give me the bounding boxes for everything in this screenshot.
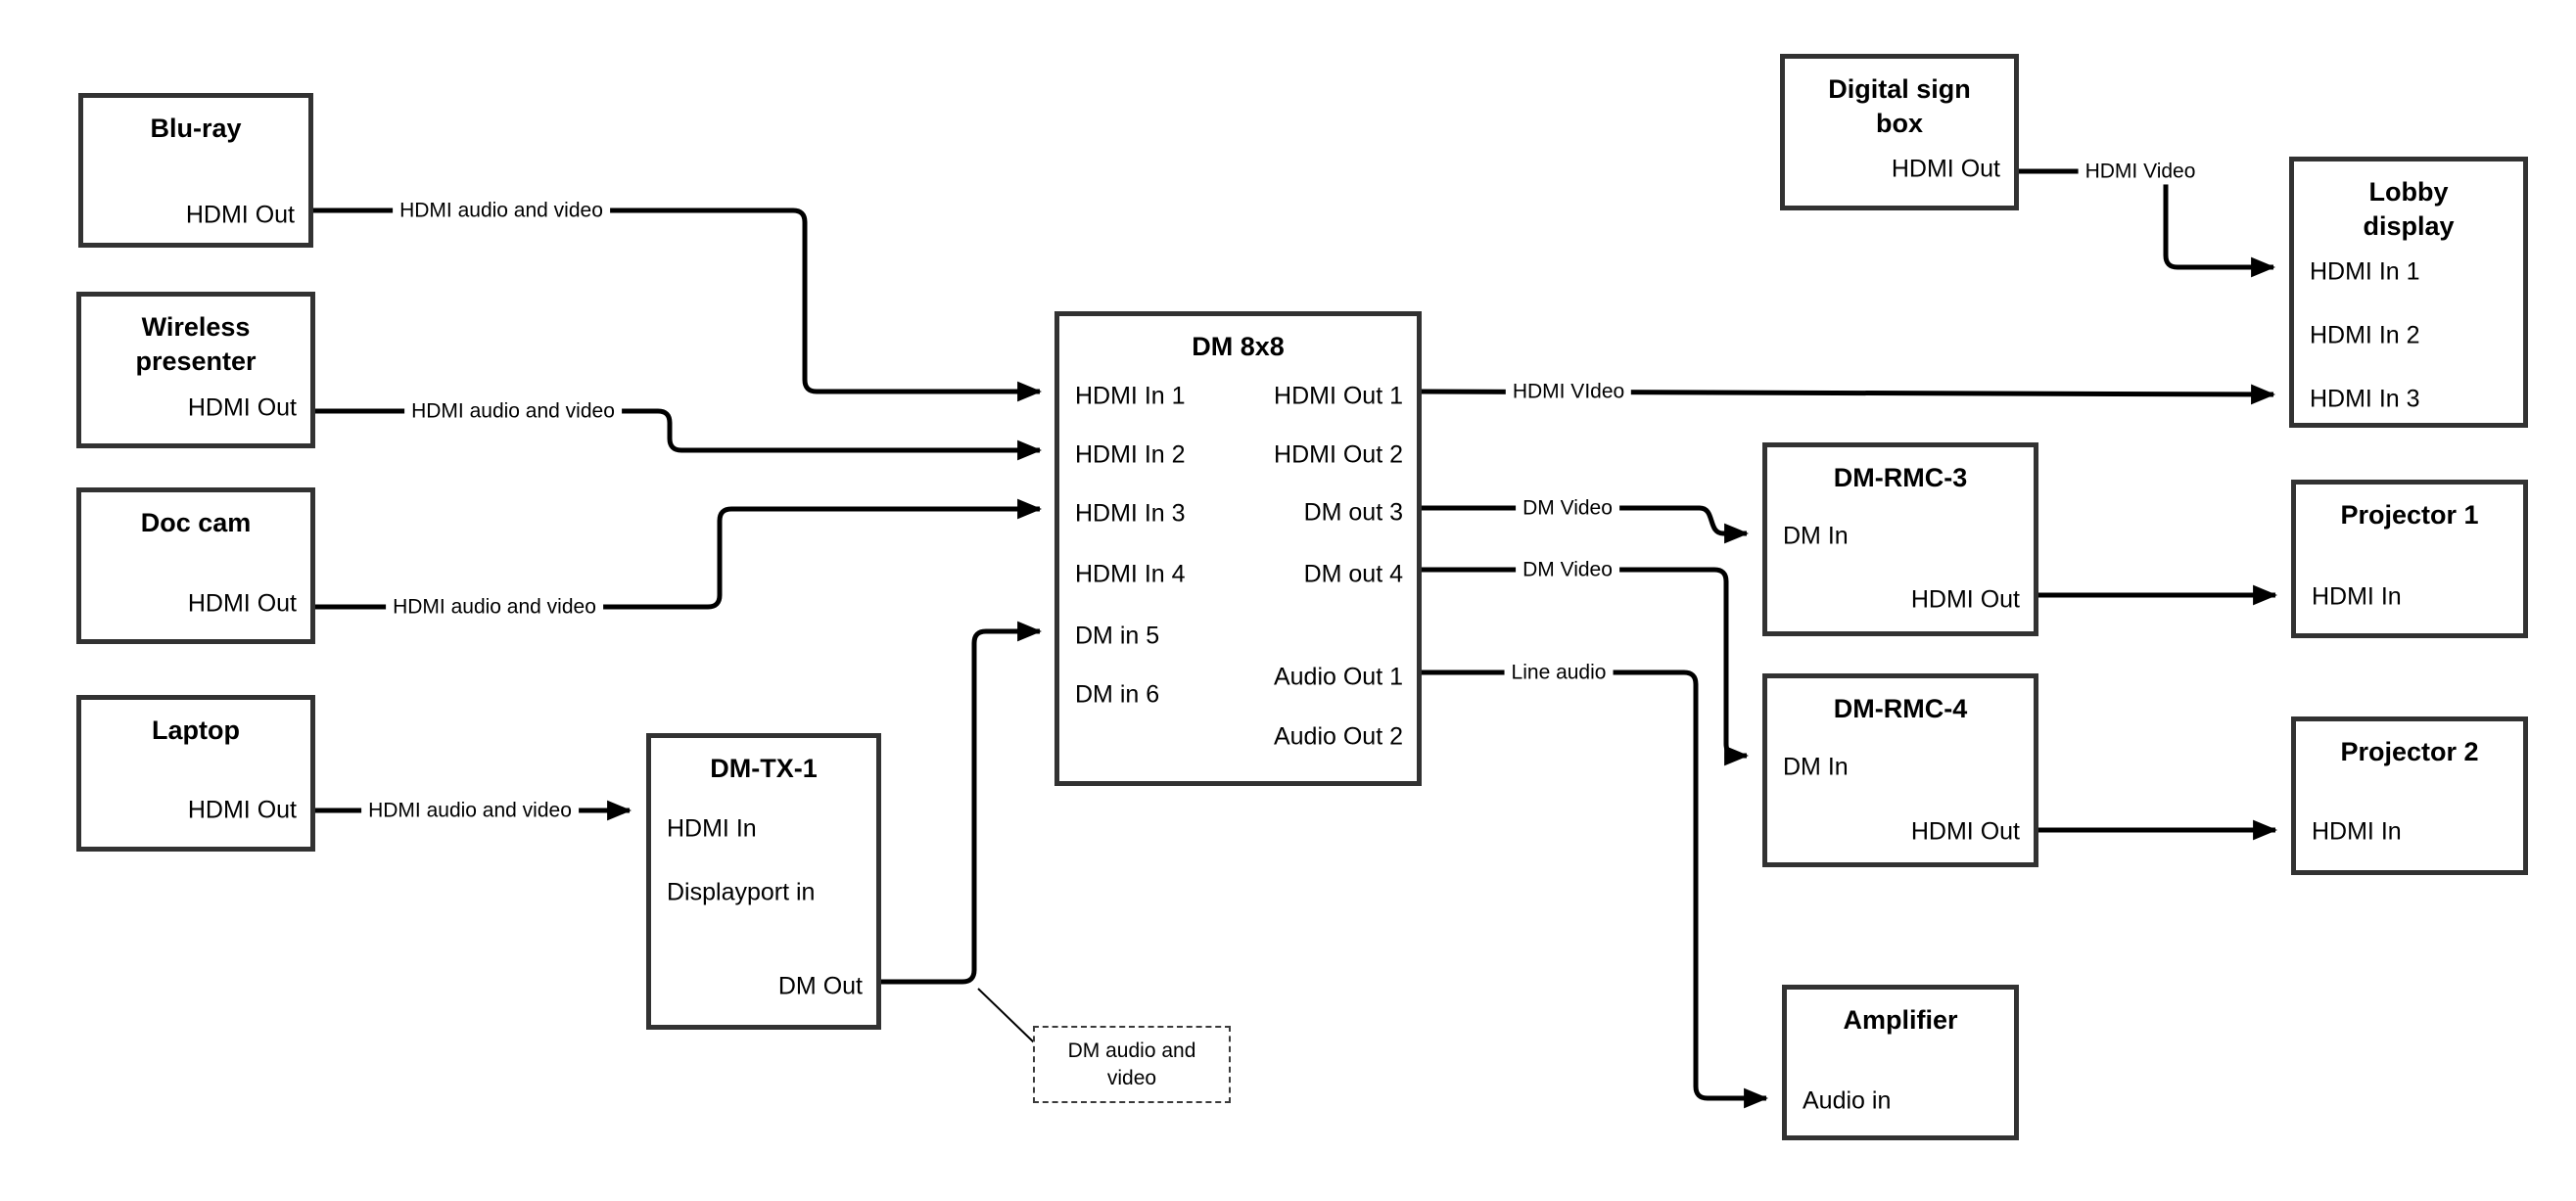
- node-projector-1: Projector 1 HDMI In: [2291, 480, 2528, 638]
- wire-label-dm-video-4: DM Video: [1516, 556, 1619, 583]
- port-wireless-hdmi-out: HDMI Out: [187, 393, 297, 422]
- node-bluray: Blu-ray HDMI Out: [78, 93, 313, 248]
- port-rmc3-dm-in: DM In: [1783, 522, 1849, 550]
- port-dm8x8-hdmi-out-1: HDMI Out 1: [1274, 382, 1403, 410]
- port-dm8x8-audio-out-2: Audio Out 2: [1273, 722, 1403, 751]
- node-digital-sign-box: Digital sign box HDMI Out: [1780, 54, 2019, 210]
- port-dm8x8-hdmi-in-2: HDMI In 2: [1075, 440, 1186, 469]
- node-title: DM-TX-1: [710, 754, 818, 783]
- node-laptop: Laptop HDMI Out: [76, 695, 315, 852]
- wire-label-laptop: HDMI audio and video: [361, 797, 579, 824]
- node-title: Amplifier: [1843, 1005, 1958, 1035]
- wire-label-dm-video-3: DM Video: [1516, 494, 1619, 522]
- port-amp-audio-in: Audio in: [1803, 1086, 1892, 1115]
- node-dm-tx-1: DM-TX-1 HDMI In Displayport in DM Out: [646, 733, 881, 1030]
- port-dm8x8-hdmi-in-3: HDMI In 3: [1075, 499, 1186, 528]
- wire-label-signbox: HDMI Video: [2078, 158, 2203, 185]
- port-rmc4-hdmi-out: HDMI Out: [1910, 817, 2020, 846]
- port-lobby-hdmi-in-3: HDMI In 3: [2310, 385, 2420, 413]
- wire-label-bluray: HDMI audio and video: [393, 197, 610, 224]
- wire-dm8x8-amp: [1422, 670, 1769, 1109]
- note-dm-audio-video: DM audio and video: [1033, 1026, 1231, 1103]
- port-rmc4-dm-in: DM In: [1783, 753, 1849, 781]
- port-dm8x8-dm-in-6: DM in 6: [1075, 680, 1160, 709]
- port-dm8x8-audio-out-1: Audio Out 1: [1273, 663, 1403, 691]
- wire-label-wireless: HDMI audio and video: [404, 397, 622, 425]
- port-dmtx1-hdmi-in: HDMI In: [667, 814, 757, 843]
- port-doccam-hdmi-out: HDMI Out: [187, 589, 297, 618]
- wire-label-line-audio: Line audio: [1504, 659, 1614, 686]
- port-dmtx1-dm-out: DM Out: [777, 972, 863, 1000]
- port-proj2-hdmi-in: HDMI In: [2312, 817, 2402, 846]
- node-title: Doc cam: [140, 508, 252, 537]
- node-amplifier: Amplifier Audio in: [1782, 985, 2019, 1140]
- node-title: Digital sign box: [1828, 74, 1971, 138]
- wire-dmtx1-dm8x8: [881, 621, 1043, 985]
- port-dm8x8-dm-out-4: DM out 4: [1303, 560, 1403, 588]
- node-title: Blu-ray: [150, 114, 242, 143]
- node-title: Laptop: [152, 716, 240, 745]
- port-laptop-hdmi-out: HDMI Out: [187, 796, 297, 824]
- node-title: Lobby display: [2363, 177, 2455, 241]
- node-wireless-presenter: Wireless presenter HDMI Out: [76, 292, 315, 448]
- wire-wireless-dm8x8: [315, 408, 1043, 461]
- node-dm-rmc-3: DM-RMC-3 DM In HDMI Out: [1762, 442, 2038, 636]
- port-rmc3-hdmi-out: HDMI Out: [1910, 585, 2020, 614]
- port-dm8x8-hdmi-in-4: HDMI In 4: [1075, 560, 1186, 588]
- port-proj1-hdmi-in: HDMI In: [2312, 582, 2402, 611]
- port-dmtx1-displayport-in: Displayport in: [667, 878, 816, 906]
- node-title: Projector 2: [2340, 737, 2479, 766]
- node-dm-rmc-4: DM-RMC-4 DM In HDMI Out: [1762, 673, 2038, 867]
- wire-label-hdmi-video-long: HDMI VIdeo: [1505, 378, 1632, 405]
- wire-bluray-dm8x8: [313, 208, 1043, 402]
- port-signbox-hdmi-out: HDMI Out: [1891, 155, 2000, 183]
- wire-signbox-lobby: [2019, 168, 2276, 278]
- port-lobby-hdmi-in-1: HDMI In 1: [2310, 257, 2420, 286]
- port-dm8x8-hdmi-out-2: HDMI Out 2: [1274, 440, 1403, 469]
- node-projector-2: Projector 2 HDMI In: [2291, 716, 2528, 875]
- node-title: Wireless presenter: [135, 312, 257, 376]
- node-title: DM-RMC-4: [1833, 694, 1968, 723]
- port-bluray-hdmi-out: HDMI Out: [185, 201, 295, 229]
- wire-label-doccam: HDMI audio and video: [386, 593, 603, 621]
- node-title: DM-RMC-3: [1833, 463, 1968, 492]
- wire-dm8x8-rmc4: [1422, 567, 1750, 766]
- node-lobby-display: Lobby display HDMI In 1 HDMI In 2 HDMI I…: [2289, 157, 2528, 428]
- note-callout-line: [977, 988, 1036, 1044]
- port-dm8x8-hdmi-in-1: HDMI In 1: [1075, 382, 1186, 410]
- port-dm8x8-dm-out-3: DM out 3: [1303, 498, 1403, 527]
- wire-doccam-dm8x8: [315, 498, 1043, 610]
- port-dm8x8-dm-in-5: DM in 5: [1075, 622, 1160, 650]
- node-title: DM 8x8: [1192, 332, 1285, 361]
- port-lobby-hdmi-in-2: HDMI In 2: [2310, 321, 2420, 349]
- node-dm-8x8: DM 8x8 HDMI In 1 HDMI In 2 HDMI In 3 HDM…: [1054, 311, 1422, 786]
- node-doc-cam: Doc cam HDMI Out: [76, 487, 315, 644]
- wire-dm8x8-rmc3: [1422, 505, 1750, 544]
- node-title: Projector 1: [2340, 500, 2479, 530]
